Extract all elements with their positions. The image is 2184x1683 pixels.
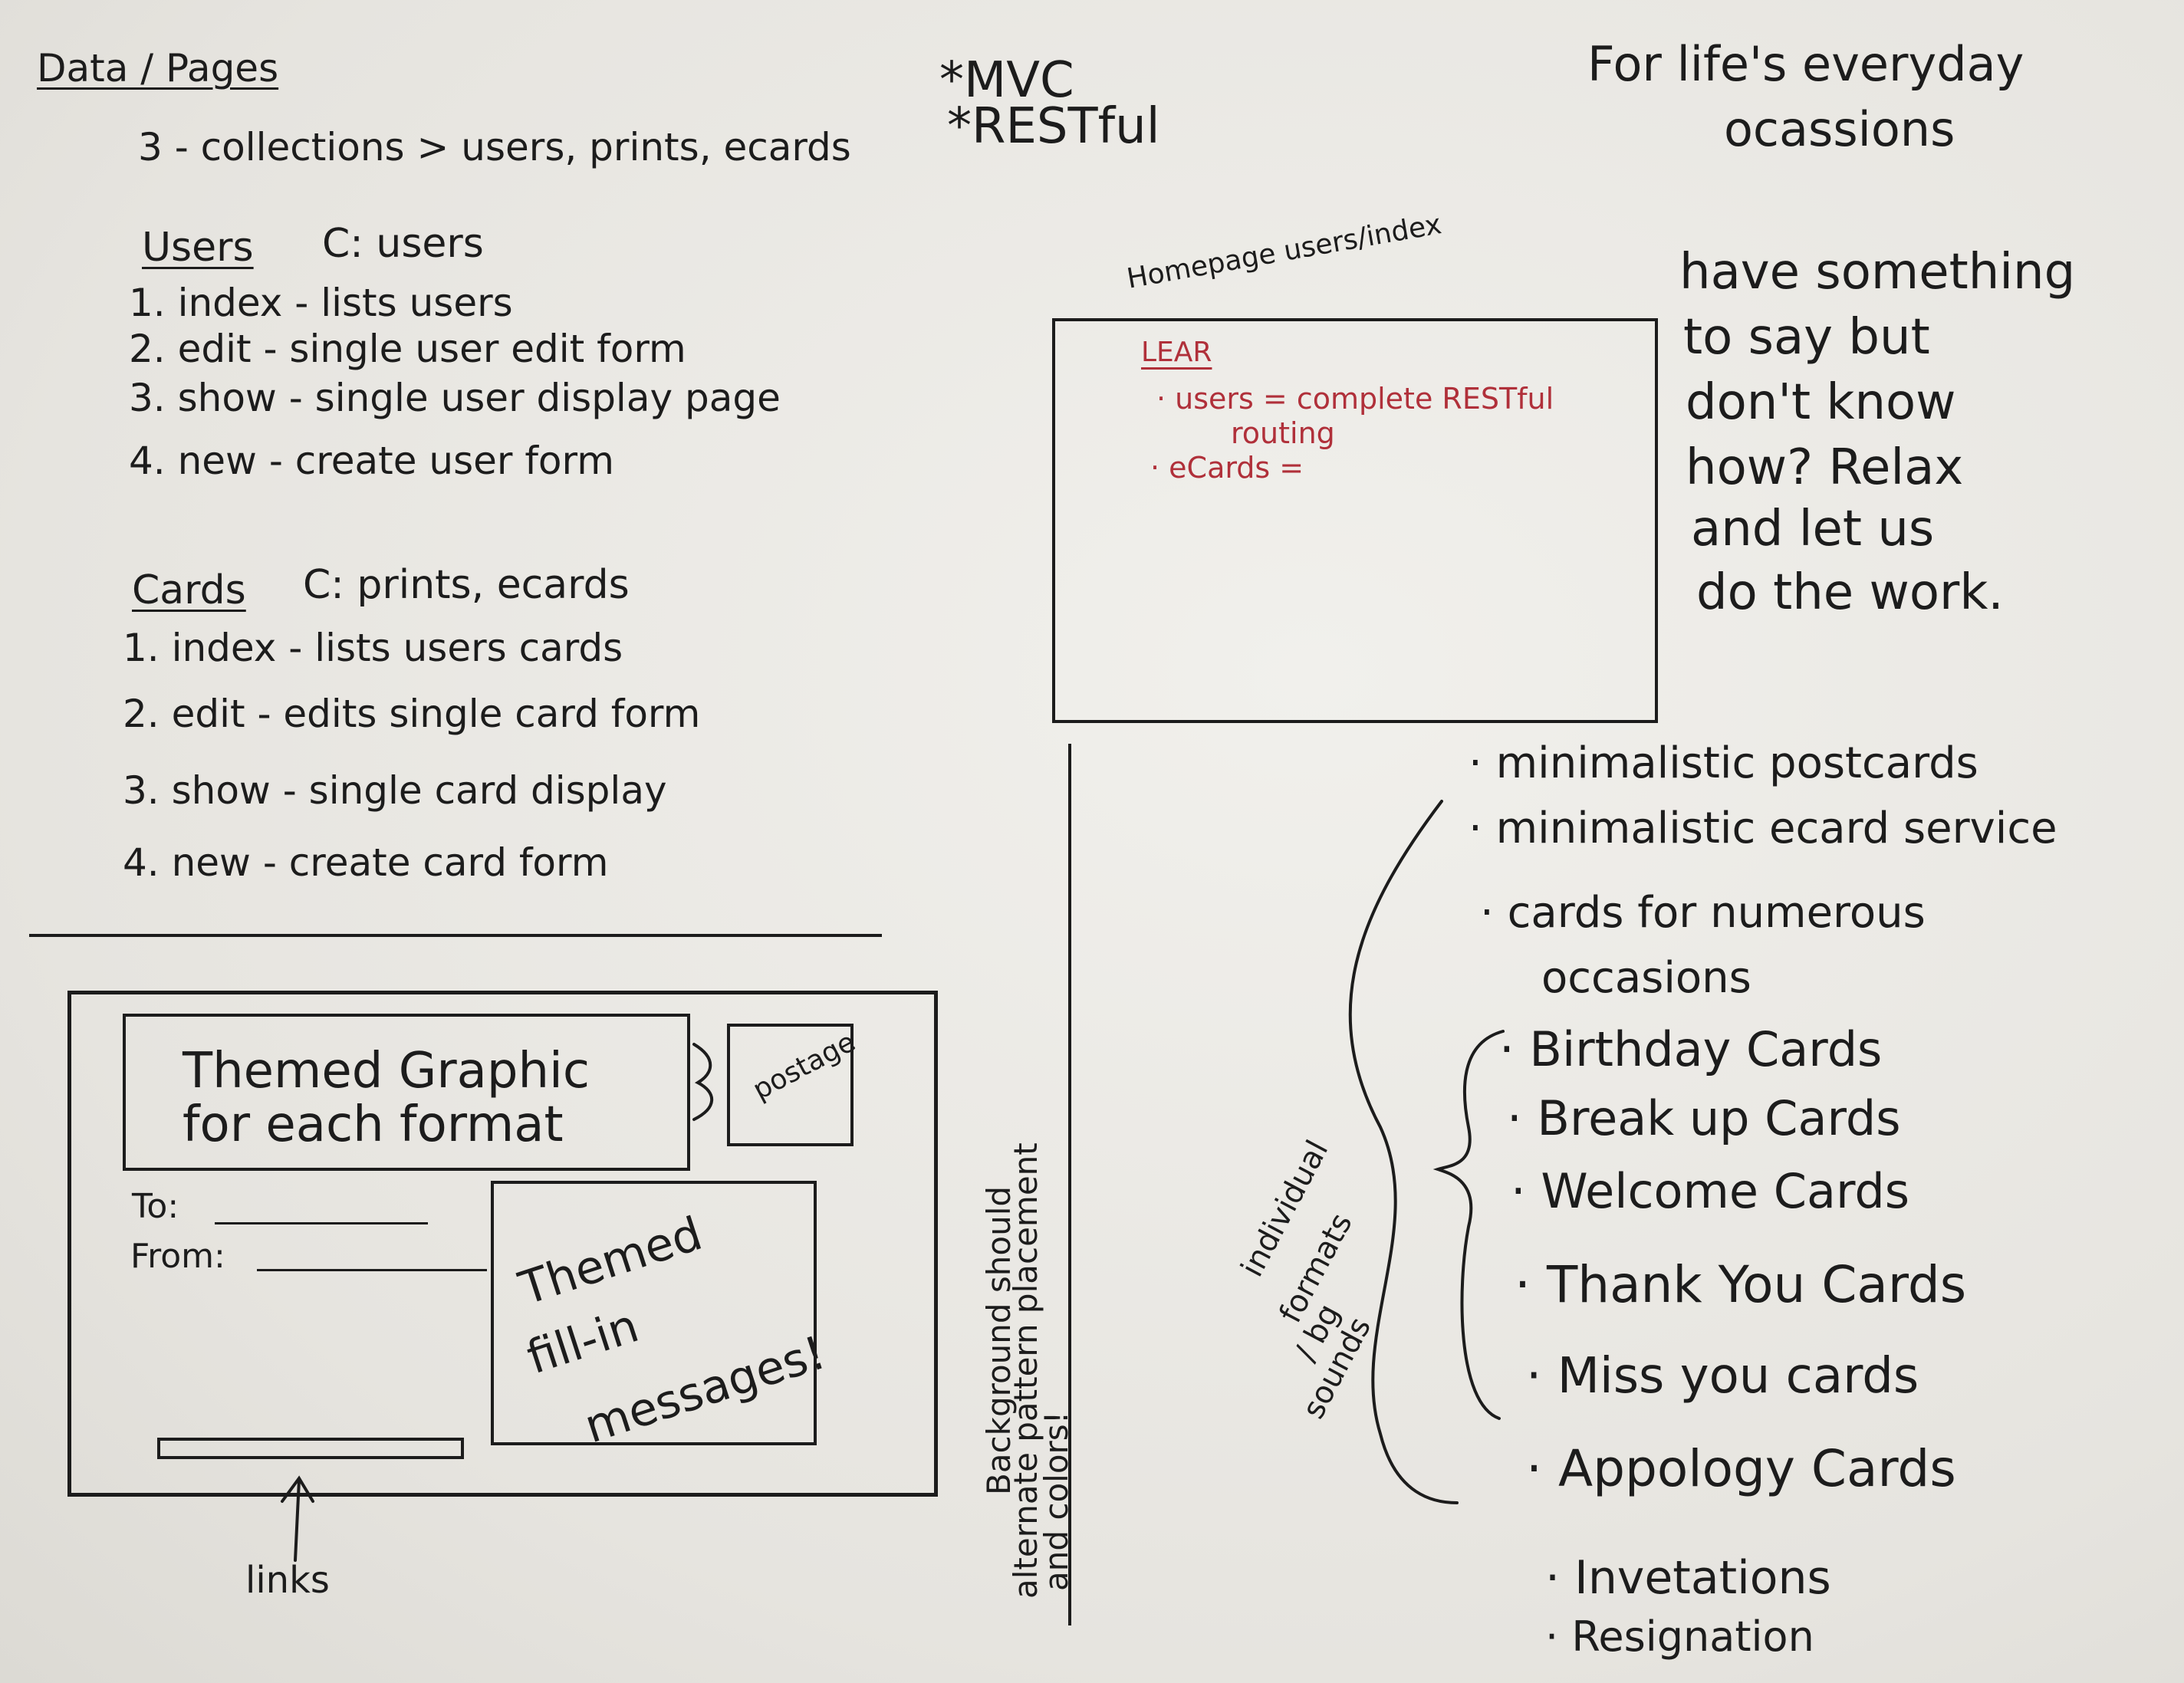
pitch-line-3: don't know xyxy=(1686,374,1956,431)
links-arrow xyxy=(294,1478,301,1562)
card-type-invitations: · Invetations xyxy=(1545,1551,1831,1605)
restful-note: *RESTful xyxy=(947,98,1160,155)
graphic-label-1: Themed Graphic xyxy=(183,1043,590,1100)
card-type-welcome: · Welcome Cards xyxy=(1511,1163,1910,1219)
users-item-4: 4. new - create user form xyxy=(129,439,614,483)
users-controller: C: users xyxy=(322,221,484,267)
pitch-line-4: how? Relax xyxy=(1686,439,1964,496)
wireframe-line-2: · eCards = xyxy=(1150,451,1304,485)
bullet-3: · cards for numerous xyxy=(1480,888,1926,938)
links-bar xyxy=(157,1438,464,1459)
to-label: To: xyxy=(132,1187,179,1226)
cards-controller: C: prints, ecards xyxy=(303,562,630,608)
pitch-line-6: do the work. xyxy=(1696,564,2004,621)
graphic-label-2: for each format xyxy=(183,1096,564,1153)
links-arrowhead xyxy=(281,1475,314,1503)
tagline-line-2: ocassions xyxy=(1724,101,1955,157)
bullet-1: · minimalistic postcards xyxy=(1469,738,1978,788)
card-type-thankyou: · Thank You Cards xyxy=(1515,1255,1967,1314)
bullet-2: · minimalistic ecard service xyxy=(1469,804,2057,853)
from-line xyxy=(257,1269,487,1271)
users-item-2: 2. edit - single user edit form xyxy=(129,327,686,371)
from-label: From: xyxy=(130,1237,225,1276)
links-label: links xyxy=(245,1559,330,1602)
cards-item-1: 1. index - lists users cards xyxy=(123,626,623,670)
card-type-apology: · Appology Cards xyxy=(1526,1439,1956,1498)
collections-line: 3 - collections > users, prints, ecards xyxy=(138,125,851,169)
wireframe-label: LEAR xyxy=(1141,337,1212,368)
postage-squiggle xyxy=(692,1043,714,1121)
wireframe-line-1: · users = complete RESTful xyxy=(1156,382,1554,416)
postage-box xyxy=(727,1024,854,1146)
card-type-birthday: · Birthday Cards xyxy=(1499,1021,1883,1077)
to-line xyxy=(215,1222,428,1224)
mvc-note: *MVC xyxy=(939,52,1074,109)
heading-data-pages: Data / Pages xyxy=(37,46,279,90)
users-title: Users xyxy=(142,225,254,271)
tagline-line-1: For life's everyday xyxy=(1587,36,2024,92)
wave-bracket xyxy=(1348,800,1459,1504)
pitch-line-5: and let us xyxy=(1691,501,1935,557)
card-type-resignation: · Resignation xyxy=(1545,1612,1814,1661)
section-divider xyxy=(29,934,882,937)
cards-item-2: 2. edit - edits single card form xyxy=(123,692,701,736)
postcard-wireframe xyxy=(67,991,938,1497)
pitch-line-1: have something xyxy=(1679,244,2076,301)
cards-item-4: 4. new - create card form xyxy=(123,840,609,885)
users-item-3: 3. show - single user display page xyxy=(129,376,781,420)
users-item-1: 1. index - lists users xyxy=(129,281,513,325)
vertical-divider xyxy=(1068,744,1071,1625)
cards-item-3: 3. show - single card display xyxy=(123,768,667,813)
homepage-wireframe xyxy=(1052,318,1658,723)
message-box xyxy=(491,1181,817,1445)
card-type-missyou: · Miss you cards xyxy=(1526,1348,1919,1405)
bullet-3b: occasions xyxy=(1541,953,1751,1003)
wireframe-line-1b: routing xyxy=(1231,416,1335,450)
themed-graphic-box xyxy=(123,1014,690,1171)
card-types-brace xyxy=(1432,1030,1505,1420)
card-type-breakup: · Break up Cards xyxy=(1507,1090,1901,1146)
cards-title: Cards xyxy=(132,567,246,613)
pitch-line-2: to say but xyxy=(1683,309,1930,366)
